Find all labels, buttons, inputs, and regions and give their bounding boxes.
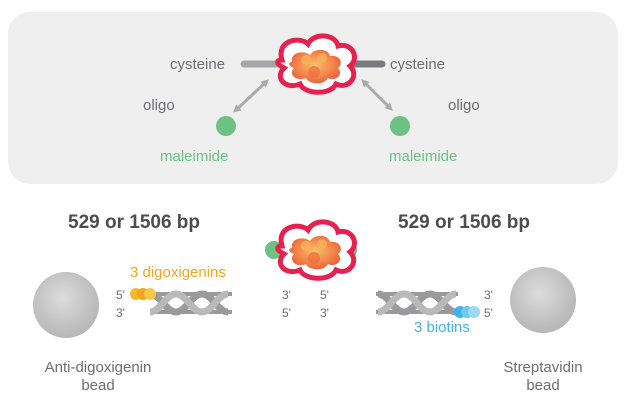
top-panel-background — [8, 12, 618, 184]
right-handle-length-label: 529 or 1506 bp — [398, 212, 531, 233]
right-oligo-label: oligo — [448, 97, 480, 114]
right-helix-5prime-bottom: 5' — [484, 306, 493, 320]
left-handle-length-label: 529 or 1506 bp — [68, 212, 201, 233]
streptavidin-bead-label-line2: bead — [526, 377, 560, 394]
left-maleimide-icon — [216, 116, 236, 136]
anti-digoxigenin-bead — [33, 272, 99, 338]
right-cysteine-label: cysteine — [390, 56, 446, 73]
left-maleimide-label: maleimide — [160, 148, 229, 165]
anti-digoxigenin-bead-label-line2: bead — [81, 377, 115, 394]
top-protein-icon — [275, 33, 357, 95]
streptavidin-bead-label-line1: Streptavidin — [503, 359, 583, 376]
right-reaction-arrow — [361, 79, 393, 111]
streptavidin-bead-label: Streptavidin bead — [488, 360, 598, 393]
left-oligo-label: oligo — [143, 97, 175, 114]
left-helix-3prime-bottom: 3' — [116, 306, 125, 320]
right-maleimide-icon — [390, 116, 410, 136]
left-dna-helix — [149, 290, 232, 316]
biotin-tags-icon — [454, 306, 480, 318]
right-dna-helix — [376, 290, 458, 316]
streptavidin-bead — [510, 267, 576, 333]
digoxigenins-label: 3 digoxigenins — [130, 264, 226, 281]
bottom-protein-icon — [275, 219, 357, 281]
left-helix-3prime-top: 3' — [282, 288, 291, 302]
anti-digoxigenin-bead-label: Anti-digoxigenin bead — [38, 360, 158, 393]
left-cysteine-label: cysteine — [170, 56, 226, 73]
biotins-label: 3 biotins — [414, 319, 470, 336]
right-maleimide-label: maleimide — [389, 148, 458, 165]
anti-digoxigenin-bead-label-line1: Anti-digoxigenin — [44, 359, 152, 376]
digoxigenin-tags-icon — [130, 288, 156, 300]
right-helix-5prime-top: 5' — [320, 288, 329, 302]
right-helix-3prime-top: 3' — [484, 288, 493, 302]
left-helix-5prime-top: 5' — [116, 288, 125, 302]
left-helix-5prime-bottom: 5' — [282, 306, 291, 320]
right-helix-3prime-bottom: 3' — [320, 306, 329, 320]
left-reaction-arrow — [233, 79, 269, 113]
